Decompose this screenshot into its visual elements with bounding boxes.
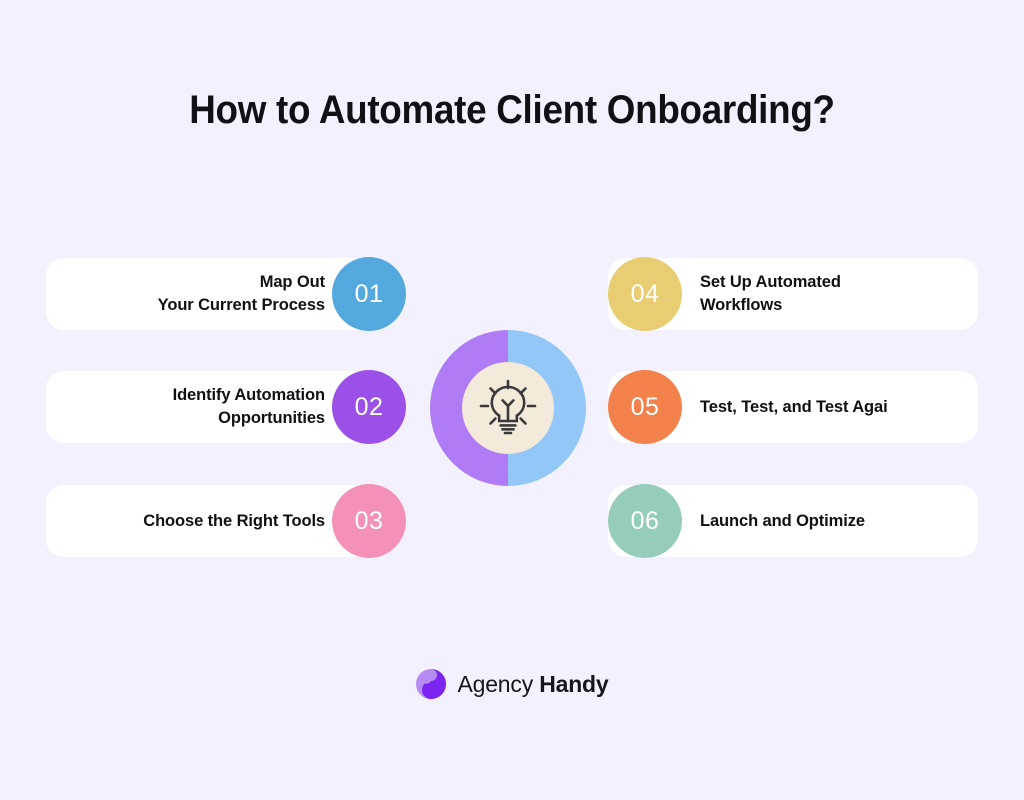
brand-name: Agency Handy <box>457 671 608 698</box>
center-emblem <box>430 330 586 486</box>
step-card-03[interactable]: Choose the Right Tools <box>46 485 381 557</box>
step-label-05-line1: Test, Test, and Test Agai <box>700 397 888 416</box>
step-number-badge-04[interactable]: 04 <box>608 257 682 331</box>
step-number-badge-03[interactable]: 03 <box>332 484 406 558</box>
step-number-badge-02[interactable]: 02 <box>332 370 406 444</box>
step-label-03-line1: Choose the Right Tools <box>143 511 325 530</box>
lightbulb-icon <box>479 379 537 435</box>
step-label-01-line2: Your Current Process <box>157 296 325 314</box>
step-label-06-line1: Launch and Optimize <box>700 511 865 530</box>
step-card-02[interactable]: Identify Automation Opportunities <box>46 371 381 443</box>
step-card-01[interactable]: Map Out Your Current Process <box>46 258 381 330</box>
brand-name-bold: Handy <box>539 670 609 697</box>
step-label-05: Test, Test, and Test Agai <box>700 396 888 419</box>
step-label-06: Launch and Optimize <box>700 510 865 533</box>
steps-container: Map Out Your Current Process 01 Identify… <box>0 257 1024 568</box>
step-number-badge-01[interactable]: 01 <box>332 257 406 331</box>
agency-handy-logo-icon <box>416 669 447 699</box>
page-title: How to Automate Client Onboarding? <box>189 88 835 132</box>
step-label-01-line1: Map Out <box>259 273 325 292</box>
step-label-03: Choose the Right Tools <box>143 510 325 533</box>
step-number-badge-05[interactable]: 05 <box>608 370 682 444</box>
brand-footer: Agency Handy <box>0 668 1024 700</box>
step-label-02-line1: Identify Automation <box>172 386 326 405</box>
step-label-04-line2: Workflows <box>700 296 783 314</box>
step-label-01: Map Out Your Current Process <box>158 271 325 317</box>
emblem-inner-circle <box>462 362 554 454</box>
step-label-04: Set Up Automated Workflows <box>700 271 841 317</box>
step-label-02-line2: Opportunities <box>218 409 325 427</box>
brand-name-light: Agency <box>457 670 533 697</box>
step-label-02: Identify Automation Opportunities <box>172 384 326 430</box>
step-number-badge-06[interactable]: 06 <box>608 484 682 558</box>
step-label-04-line1: Set Up Automated <box>700 273 841 292</box>
